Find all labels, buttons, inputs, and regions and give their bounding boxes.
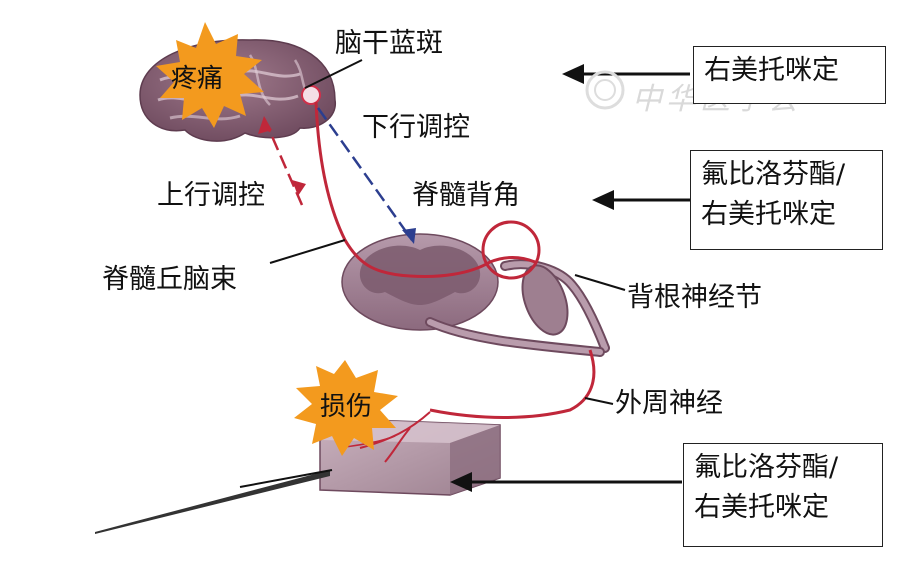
peripheral-nerve-path: [429, 349, 596, 419]
drug-box-spinal-line-1: 氟比洛芬酯/: [701, 159, 846, 190]
injury-star-icon: [294, 360, 398, 456]
ascending-arrow: [262, 117, 304, 206]
drug-box-brain: 右美托咪定: [693, 46, 886, 104]
locus-coeruleus-marker: [301, 85, 321, 105]
dorsal-root-ganglion-label: 背根神经节: [627, 282, 762, 313]
leader-injury: [239, 469, 333, 488]
descending-control-label: 下行调控: [362, 112, 470, 143]
spinal-cord-illustration: [341, 233, 610, 357]
ascending-pathway: [314, 101, 536, 278]
drug-box-peripheral-line-1: 氟比洛芬酯/: [694, 452, 839, 483]
brainstem-locus-label: 脑干蓝斑: [335, 28, 443, 59]
drug-box-peripheral-line-2: 右美托咪定: [694, 492, 829, 523]
drug-box-spinal-line-2: 右美托咪定: [701, 199, 836, 230]
dorsal-horn-label: 脊髓背角: [412, 180, 520, 211]
injury-label: 损伤: [320, 392, 373, 422]
peripheral-nerve-label: 外周神经: [615, 388, 723, 419]
needle-line: [95, 470, 330, 534]
pain-label: 疼痛: [171, 64, 224, 94]
pain-star-icon: [156, 22, 264, 128]
leader-brainstem: [304, 59, 363, 89]
descending-arrow: [316, 107, 414, 241]
watermark-seal-icon: [585, 70, 625, 110]
ascending-control-label: 上行调控: [157, 180, 265, 211]
dorsal-horn-highlight: [481, 220, 541, 280]
leader-drg: [574, 274, 626, 291]
spinothalamic-tract-label: 脊髓丘脑束: [102, 264, 237, 295]
drug-box-brain-line: 右美托咪定: [704, 55, 839, 86]
leader-spinothalamic: [269, 239, 346, 264]
drug-box-peripheral: 氟比洛芬酯/ 右美托咪定: [683, 443, 883, 547]
drug-box-spinal: 氟比洛芬酯/ 右美托咪定: [690, 150, 883, 250]
leader-peripheral: [584, 397, 614, 405]
